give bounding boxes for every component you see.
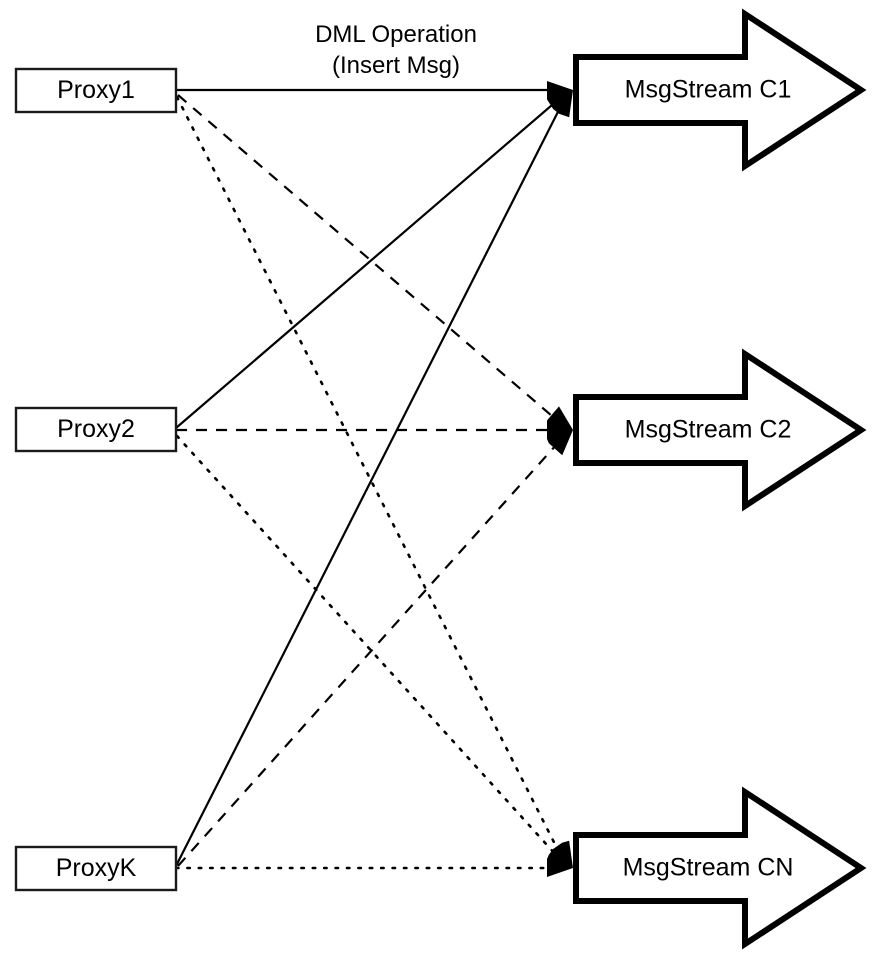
proxy2-box[interactable] [14, 406, 178, 453]
link-proxy1-to-stream-cn[interactable] [175, 95, 568, 868]
stream-c1-block-arrow-icon[interactable] [573, 8, 867, 172]
arrowhead-stream-cn [547, 840, 573, 877]
stream-c1-label: MsgStream C1 [625, 76, 792, 104]
node-proxyk[interactable]: ProxyK [14, 845, 178, 892]
node-proxy1[interactable]: Proxy1 [14, 67, 178, 114]
node-stream-c2[interactable]: MsgStream C2 [573, 348, 867, 512]
proxy1-box[interactable] [14, 67, 178, 114]
dml-operation-label-line2: (Insert Msg) [332, 52, 460, 79]
dml-operation-label-line1: DML Operation [315, 21, 477, 48]
stream-layer: MsgStream C1 MsgStream C2 MsgStream CN [573, 8, 867, 950]
proxyk-label: ProxyK [56, 854, 137, 882]
link-proxyk-to-stream-c2[interactable] [177, 433, 567, 867]
stream-c2-label: MsgStream C2 [625, 416, 792, 444]
proxy1-label: Proxy1 [57, 76, 135, 104]
proxy-layer: Proxy1 Proxy2 ProxyK [14, 67, 178, 892]
arrowhead-stream-c1 [547, 81, 573, 118]
edge-annotation: DML Operation (Insert Msg) [315, 21, 477, 79]
node-stream-cn[interactable]: MsgStream CN [573, 786, 867, 950]
proxy2-label: Proxy2 [57, 415, 135, 443]
link-proxyk-to-stream-c1[interactable] [175, 95, 567, 867]
arrowhead-stream-c2 [547, 406, 573, 456]
stream-cn-block-arrow-icon[interactable] [573, 786, 867, 950]
link-proxy2-to-stream-c1[interactable] [175, 92, 567, 429]
node-stream-c1[interactable]: MsgStream C1 [573, 8, 867, 172]
stream-cn-label: MsgStream CN [623, 854, 794, 882]
link-layer [174, 88, 568, 870]
arrowhead-layer [547, 81, 573, 877]
stream-c2-block-arrow-icon[interactable] [573, 348, 867, 512]
proxyk-box[interactable] [14, 845, 178, 892]
link-proxy1-to-stream-c2[interactable] [177, 94, 567, 429]
node-proxy2[interactable]: Proxy2 [14, 406, 178, 453]
